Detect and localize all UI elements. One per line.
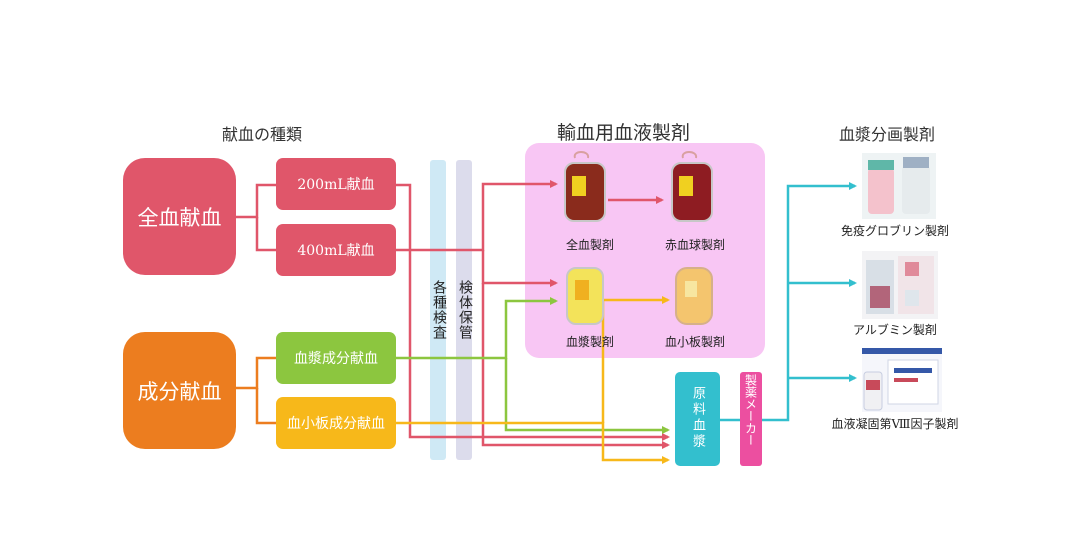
component-split-lines <box>236 356 276 425</box>
plasma-donation-box: 血漿成分献血 <box>276 332 396 384</box>
whole-blood-product-label: 全血製剤 <box>565 238 614 252</box>
plasma-product-label: 血漿製剤 <box>565 335 614 349</box>
testing-bar <box>430 160 446 460</box>
albumin-label: アルブミン製剤 <box>853 323 937 337</box>
platelet-donation-box: 血小板成分献血 <box>276 397 396 449</box>
manufacturer-box: 製薬メーカー <box>740 372 762 466</box>
red-cells-product-label: 赤血球製剤 <box>664 238 725 252</box>
raw-plasma-label: 原料血漿 <box>690 386 705 450</box>
whole-blood-bag-icon <box>564 151 606 222</box>
factor8-label: 血液凝固第Ⅷ因子製剤 <box>831 417 959 431</box>
platelet-product-label: 血小板製剤 <box>664 335 725 349</box>
donation-types-heading: 献血の種類 <box>222 125 303 144</box>
plasma-bag-icon <box>566 267 604 325</box>
transfusion-products-heading: 輸血用血液製剤 <box>557 122 691 144</box>
storage-label: 検体保管 <box>457 280 473 340</box>
ml200-donation-box: 200mL献血 <box>276 158 396 210</box>
factor8-image <box>862 348 942 412</box>
immunoglobulin-image <box>862 153 936 219</box>
albumin-image <box>862 251 938 319</box>
manufacturer-label: 製薬メーカー <box>743 374 758 446</box>
plasma-derivatives-heading: 血漿分画製剤 <box>839 125 936 144</box>
storage-bar <box>456 160 472 460</box>
testing-label: 各種検査 <box>431 280 447 340</box>
component-donation-box: 成分献血 <box>123 332 236 449</box>
red-cells-bag-icon <box>671 151 713 222</box>
ml400-donation-box: 400mL献血 <box>276 224 396 276</box>
platelet-bag-icon <box>675 267 713 325</box>
raw-plasma-box: 原料血漿 <box>675 372 720 466</box>
whole-blood-split-lines <box>236 183 276 252</box>
immunoglobulin-label: 免疫グロブリン製剤 <box>840 224 949 238</box>
whole-blood-donation-box: 全血献血 <box>123 158 236 275</box>
